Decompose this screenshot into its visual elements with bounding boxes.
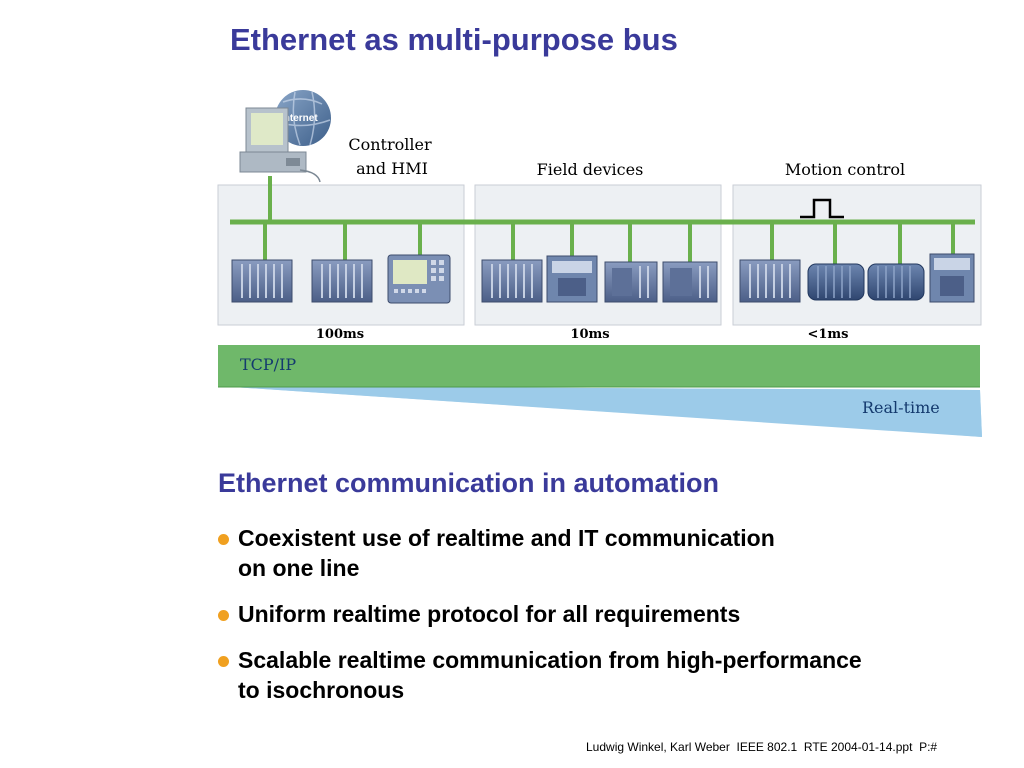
slide-footer: Ludwig Winkel, Karl Weber IEEE 802.1 RTE… [586, 740, 938, 754]
tcpip-band [218, 345, 980, 387]
zone-label-controller-2: and HMI [356, 159, 428, 178]
bullet-text-cont: on one line [238, 555, 360, 581]
bullet-text: Coexistent use of realtime and IT commun… [238, 525, 775, 551]
io-module-icon [662, 261, 718, 303]
cycle-time-field: 10ms [570, 327, 609, 342]
cycle-time-motion: <1ms [807, 327, 848, 342]
cycle-time-controller: 100ms [316, 327, 364, 342]
plc-rack-icon [481, 259, 543, 303]
io-module-icon [604, 261, 658, 303]
internet-globe-icon [275, 90, 331, 146]
motor-icon [807, 263, 865, 301]
zone-label-controller-1: Controller [348, 135, 432, 154]
section-title: Ethernet communication in automation [218, 468, 720, 498]
bullet-dot-icon [218, 610, 229, 621]
realtime-label: Real-time [862, 398, 940, 417]
bullet-item: Coexistent use of realtime and IT commun… [218, 523, 978, 583]
slide-title: Ethernet as multi-purpose bus [230, 22, 678, 57]
plc-rack-icon [311, 259, 373, 303]
drive-unit-icon [929, 253, 975, 303]
bullet-list: Coexistent use of realtime and IT commun… [218, 523, 978, 721]
zone-label-motion: Motion control [785, 160, 905, 179]
pulse-icon [800, 198, 844, 219]
internet-label: Internet [281, 113, 318, 124]
motor-icon [867, 263, 925, 301]
hmi-panel-icon [387, 254, 451, 304]
plc-rack-icon [739, 259, 801, 303]
bullet-item: Uniform realtime protocol for all requir… [218, 599, 978, 629]
bullet-text: Uniform realtime protocol for all requir… [238, 601, 741, 627]
network-diagram: Internet Controller and HMI Field device… [217, 90, 982, 437]
plc-rack-icon [231, 259, 293, 303]
bus-drops [263, 222, 955, 265]
bullet-dot-icon [218, 534, 229, 545]
computer-icon: Internet [239, 90, 331, 183]
bullet-text: Scalable realtime communication from hig… [238, 647, 862, 673]
zone-label-field: Field devices [537, 160, 644, 179]
drive-unit-icon [546, 255, 598, 303]
tcpip-label: TCP/IP [240, 355, 296, 374]
bullet-item: Scalable realtime communication from hig… [218, 645, 978, 705]
bullet-dot-icon [218, 656, 229, 667]
bullet-text-cont: to isochronous [238, 677, 405, 703]
